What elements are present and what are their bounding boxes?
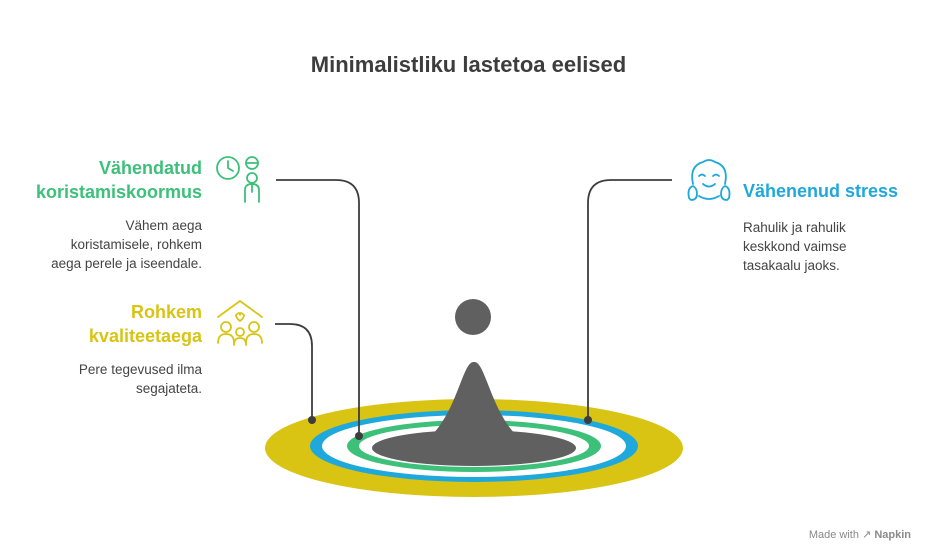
water-splash-peak <box>405 361 543 450</box>
connector-line-quality-time <box>275 323 313 420</box>
heading-reduced-cleaning-line1: Vähendatud <box>98 158 202 178</box>
heading-quality-time-line2: kvaliteetaega <box>88 326 202 346</box>
water-drop <box>455 299 491 335</box>
credit-made-with: Made with <box>808 529 859 541</box>
connector-line-reduced-cleaning <box>276 179 360 436</box>
calm-face-icon <box>687 159 731 201</box>
connector-dot-reduced-cleaning <box>355 432 363 440</box>
connector-dot-quality-time <box>308 416 316 424</box>
credit-brand: Napkin <box>874 529 911 541</box>
napkin-logo-icon: ↗ <box>862 529 872 541</box>
desc-quality-time: Pere tegevused ilma segajateta. <box>78 362 202 396</box>
heading-reduced-cleaning-line2: koristamiskoormus <box>35 182 202 202</box>
family-house-icon <box>217 300 263 346</box>
page-title: Minimalistliku lastetoa eelised <box>310 52 627 77</box>
connector-dot-reduced-stress <box>584 416 592 424</box>
desc-reduced-cleaning: Vähem aega koristamisele, rohkem aega pe… <box>51 218 202 271</box>
heading-reduced-stress: Vähenenud stress <box>743 181 899 201</box>
heading-quality-time-line1: Rohkem <box>130 302 202 322</box>
desc-reduced-stress: Rahulik ja rahulik keskkond vaimse tasak… <box>743 220 847 273</box>
connector-line-reduced-stress <box>587 179 672 420</box>
heading-reduced-cleaning: Vähendatud koristamiskoormus <box>36 156 202 204</box>
heading-quality-time: Rohkem kvaliteetaega <box>89 300 202 348</box>
made-with-credit: Made with ↗ Napkin <box>809 528 911 541</box>
clock-person-icon <box>216 156 260 203</box>
